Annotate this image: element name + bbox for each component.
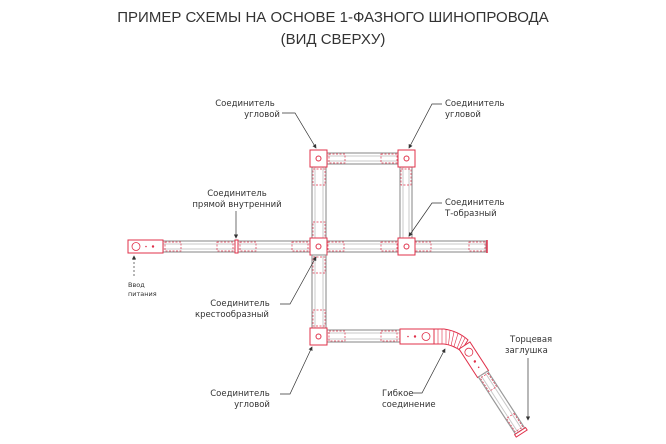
label-straight-inner: Соединитель прямой внутренний: [192, 189, 282, 239]
svg-text:угловой: угловой: [234, 400, 270, 410]
svg-text:питания: питания: [128, 290, 157, 298]
svg-text:Торцевая: Торцевая: [509, 335, 552, 345]
flex-feed-box: [399, 328, 435, 345]
svg-text:соединение: соединение: [382, 400, 436, 410]
svg-text:Соединитель: Соединитель: [207, 189, 266, 199]
label-flexible: Гибкое соединение: [382, 348, 446, 410]
straight-inner-connector: [234, 239, 239, 254]
label-end-cap: Торцевая заглушка: [505, 335, 552, 421]
svg-text:прямой внутренний: прямой внутренний: [192, 200, 281, 210]
svg-text:Гибкое: Гибкое: [382, 389, 414, 399]
svg-text:Соединитель: Соединитель: [210, 389, 269, 399]
label-power-input: Ввод питания: [128, 255, 157, 298]
diagonal-rail: [458, 341, 528, 438]
corner-connector-bottom: [309, 327, 328, 346]
end-cap: [513, 426, 528, 438]
svg-text:крестообразный: крестообразный: [195, 310, 269, 320]
diagram-subtitle: (ВИД СВЕРХУ): [281, 31, 386, 48]
label-corner-bottom: Соединитель угловой: [210, 346, 313, 410]
svg-text:Т-образный: Т-образный: [444, 209, 497, 219]
corner-connector-top-left: [309, 149, 328, 168]
svg-text:Ввод: Ввод: [128, 281, 145, 289]
power-input-box: [127, 239, 164, 254]
svg-text:угловой: угловой: [244, 110, 280, 120]
lower-rails: [311, 254, 401, 343]
svg-text:угловой: угловой: [445, 110, 481, 120]
label-cross: Соединитель крестообразный: [195, 256, 317, 320]
svg-text:Соединитель: Соединитель: [210, 299, 269, 309]
t-connector: [397, 237, 416, 256]
label-corner-top-right: Соединитель угловой: [408, 99, 504, 149]
diagram-title: ПРИМЕР СХЕМЫ НА ОСНОВЕ 1-ФАЗНОГО ШИНОПРО…: [117, 9, 548, 26]
label-corner-top-left: Соединитель угловой: [215, 99, 317, 149]
svg-text:заглушка: заглушка: [505, 346, 548, 356]
cross-connector: [309, 237, 328, 256]
corner-connector-top-right: [397, 149, 416, 168]
svg-text:Соединитель: Соединитель: [445, 198, 504, 208]
svg-text:Соединитель: Соединитель: [215, 99, 274, 109]
label-t-shaped: Соединитель Т-образный: [408, 198, 504, 237]
svg-text:Соединитель: Соединитель: [445, 99, 504, 109]
